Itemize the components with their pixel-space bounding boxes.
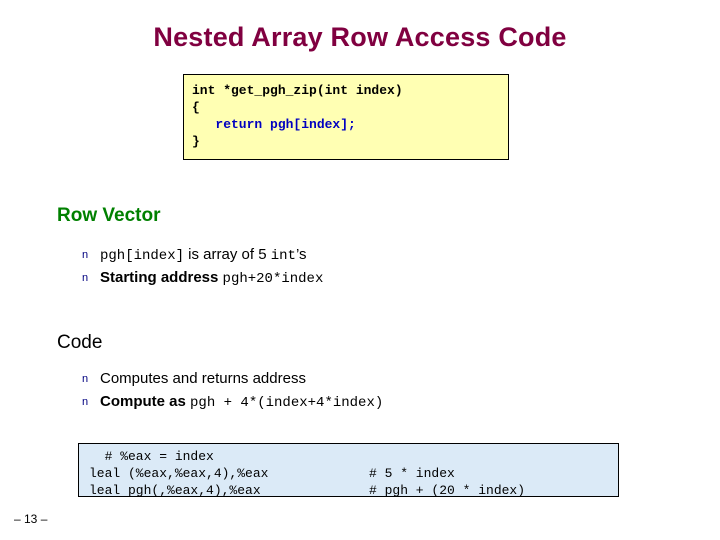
bullet-marker-icon: n xyxy=(82,249,89,261)
bullet-text: Compute as pgh + 4*(index+4*index) xyxy=(100,392,383,413)
asm-line-2: leal (%eax,%eax,4),%eax # 5 * index xyxy=(89,465,618,482)
asm-line-2-comment: # 5 * index xyxy=(369,466,455,481)
bullet-code-int: int xyxy=(270,248,296,264)
bullet-marker-icon: n xyxy=(82,373,89,385)
c-code-line-3: return pgh[index]; xyxy=(192,116,508,133)
bullet-code-compute-expr: pgh + 4*(index+4*index) xyxy=(190,395,384,411)
asm-line-1-text: # %eax = index xyxy=(89,449,214,464)
bullet-marker-icon: n xyxy=(82,272,89,284)
page-number: – 13 – xyxy=(14,512,48,526)
c-code-line-1: int *get_pgh_zip(int index) xyxy=(192,82,508,99)
asm-line-3-comment: # pgh + (20 * index) xyxy=(369,483,526,498)
c-code-line-2: { xyxy=(192,99,508,116)
bullet-text: Computes and returns address xyxy=(100,369,306,389)
asm-line-2-text: leal (%eax,%eax,4),%eax xyxy=(89,466,269,481)
bullet-text-lead: Compute as xyxy=(100,393,191,410)
bullet-code-1: n Computes and returns address xyxy=(82,369,306,389)
bullet-code-address-expr: pgh+20*index xyxy=(222,271,324,287)
c-code-line-4-text: } xyxy=(192,134,200,149)
c-code-line-3-text: return pgh[index]; xyxy=(192,117,356,132)
bullet-marker-icon: n xyxy=(82,396,89,408)
c-code-line-1-text: int *get_pgh_zip(int index) xyxy=(192,83,403,98)
bullet-row-vector-2: n Starting address pgh+20*index xyxy=(82,268,323,289)
bullet-text-mid: is array of 5 xyxy=(184,246,271,263)
section-heading-code: Code xyxy=(57,332,103,353)
bullet-text-lead: Computes and returns address xyxy=(100,370,306,387)
bullet-text-end: ’s xyxy=(295,246,307,263)
bullet-row-vector-1: n pgh[index] is array of 5 int’s xyxy=(82,245,307,266)
c-code-block: int *get_pgh_zip(int index) { return pgh… xyxy=(183,74,509,160)
c-code-line-2-text: { xyxy=(192,100,200,115)
section-heading-row-vector: Row Vector xyxy=(57,205,161,226)
bullet-text: pgh[index] is array of 5 int’s xyxy=(100,245,307,266)
bullet-text: Starting address pgh+20*index xyxy=(100,268,323,289)
asm-line-3-text: leal pgh(,%eax,4),%eax xyxy=(89,483,261,498)
bullet-code-pgh-index: pgh[index] xyxy=(100,248,185,264)
bullet-text-lead: Starting address xyxy=(100,269,223,286)
page-title: Nested Array Row Access Code xyxy=(153,22,567,52)
asm-line-3: leal pgh(,%eax,4),%eax # pgh + (20 * inde… xyxy=(89,482,618,499)
bullet-code-2: n Compute as pgh + 4*(index+4*index) xyxy=(82,392,383,413)
assembly-code-block: # %eax = index leal (%eax,%eax,4),%eax # … xyxy=(78,443,619,499)
asm-line-1: # %eax = index xyxy=(89,448,618,465)
c-code-line-4: } xyxy=(192,133,508,150)
